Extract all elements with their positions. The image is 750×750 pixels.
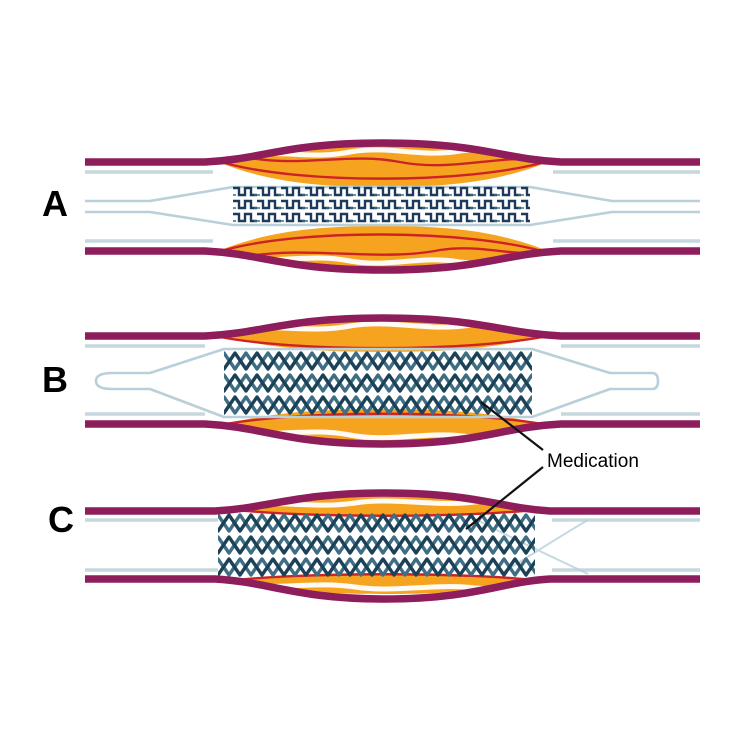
panel-b-artery xyxy=(85,314,700,448)
artery-wall-bottom-c xyxy=(85,575,700,603)
artery-wall-bottom-a xyxy=(85,247,700,274)
panel-label-b: B xyxy=(42,359,68,400)
stent-expanded-b xyxy=(224,350,532,416)
panel-label-c: C xyxy=(48,499,74,540)
artery-wall-bottom-b xyxy=(85,420,700,448)
stent-crimped-a xyxy=(233,185,530,224)
plaque-streak-bottom-inner-a xyxy=(223,233,547,254)
medication-pointer-to-stent-c xyxy=(465,466,544,530)
panel-label-a: A xyxy=(42,183,68,224)
panel-c-artery xyxy=(85,489,700,603)
medication-label: Medication xyxy=(547,451,639,472)
panel-a-artery xyxy=(85,139,700,274)
plaque-streak-top-inner-a xyxy=(223,160,547,180)
balloon-catheter-b xyxy=(94,347,660,419)
plaque-streak-bottom-mid-a xyxy=(248,247,537,258)
stent-deployed-c xyxy=(218,512,535,578)
plaque-streak-top-mid-a xyxy=(243,155,537,167)
artery-wall-top-c xyxy=(85,489,700,515)
medication-pointer-to-stent-b xyxy=(480,401,544,451)
artery-wall-top-a xyxy=(85,139,700,166)
artery-wall-top-b xyxy=(85,314,700,340)
medication-annotation-lines xyxy=(465,401,544,530)
